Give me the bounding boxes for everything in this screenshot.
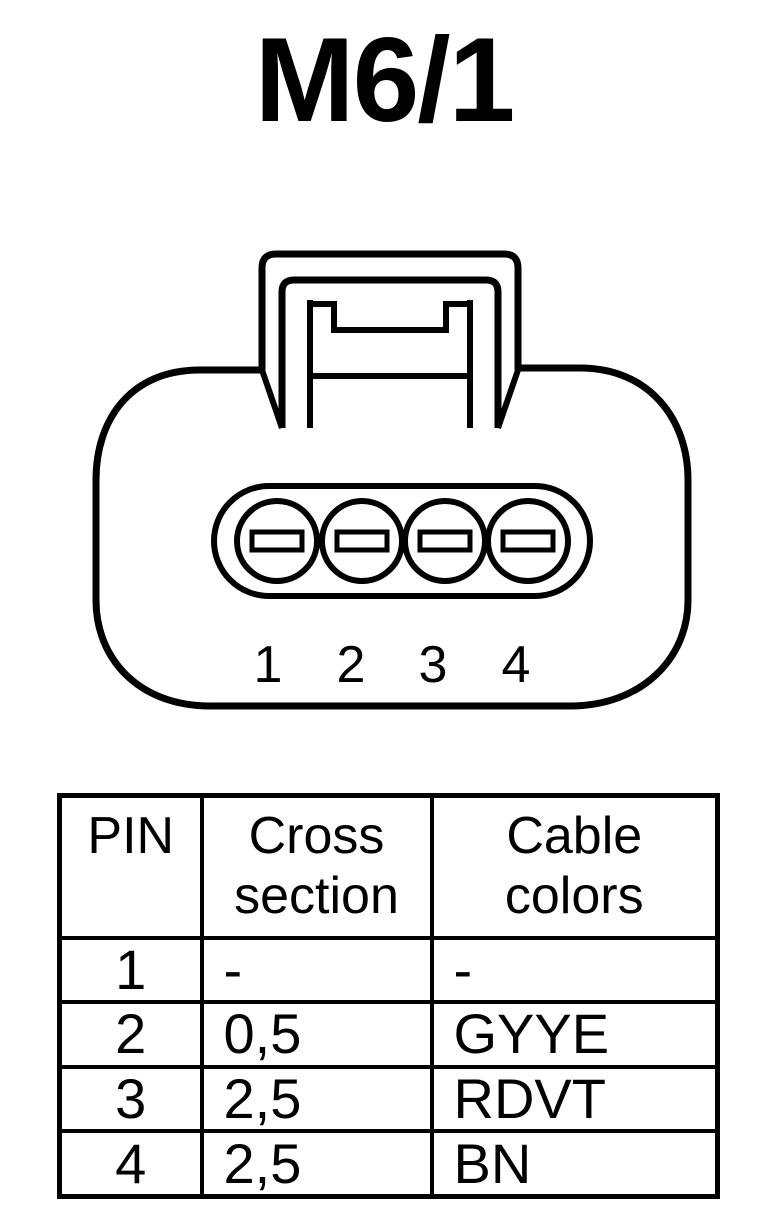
pin-label-2: 2 [337, 636, 366, 694]
connector-notches [259, 369, 521, 429]
pin-label-1: 1 [254, 636, 283, 694]
table-header-row: PIN Cross section Cable colors [57, 793, 720, 940]
header-cross-section: Cross section [199, 793, 434, 940]
connector-latch-outer [258, 250, 522, 370]
header-cross-section-line2: section [234, 867, 399, 925]
header-cable-colors-line2: colors [504, 867, 644, 925]
connector-latch-bars [307, 300, 473, 428]
pin-2 [319, 498, 405, 584]
header-cable-colors-line1: Cable [506, 807, 643, 865]
cell-pin: 3 [57, 1064, 204, 1134]
pin-4 [485, 498, 571, 584]
header-pin-line1: PIN [87, 807, 175, 865]
cell-pin: 1 [57, 935, 204, 1005]
cell-cable-color: - [429, 935, 720, 1005]
cell-cross-section: 0,5 [199, 1000, 434, 1069]
cell-pin: 2 [57, 1000, 204, 1069]
table-row: 4 2,5 BN [57, 1129, 720, 1199]
connector-housing [92, 364, 692, 710]
table-row: 3 2,5 RDVT [57, 1064, 720, 1134]
cell-cross-section: - [199, 935, 434, 1005]
connector-title: M6/1 [254, 13, 516, 147]
cell-cross-section: 2,5 [199, 1064, 434, 1134]
header-cable-colors: Cable colors [429, 793, 720, 940]
pin-1 [234, 498, 320, 584]
cell-cable-color: BN [429, 1129, 720, 1199]
header-pin: PIN [57, 793, 204, 940]
cell-pin: 4 [57, 1129, 204, 1199]
pin-cavity [211, 483, 593, 599]
pin-table: PIN Cross section Cable colors 1 - - 2 0… [57, 793, 720, 1199]
pin-3 [402, 498, 488, 584]
connector-latch-inner [278, 276, 502, 428]
pin-label-4: 4 [502, 636, 531, 694]
cell-cable-color: RDVT [429, 1064, 720, 1134]
table-row: 2 0,5 GYYE [57, 1000, 720, 1069]
cell-cross-section: 2,5 [199, 1129, 434, 1199]
header-cross-section-line1: Cross [248, 807, 385, 865]
connector-diagram: 1 2 3 4 [92, 250, 692, 710]
pin-label-3: 3 [419, 636, 448, 694]
cell-cable-color: GYYE [429, 1000, 720, 1069]
table-row: 1 - - [57, 935, 720, 1005]
